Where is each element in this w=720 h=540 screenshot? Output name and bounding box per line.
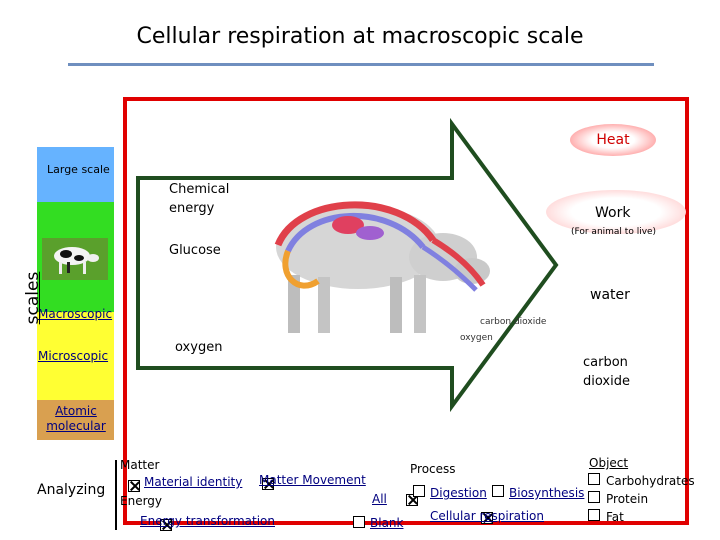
- microscopic-link[interactable]: Microscopic: [38, 349, 109, 363]
- work-oval: [546, 190, 686, 234]
- material-identity-link[interactable]: Material identity: [144, 475, 243, 489]
- macroscopic-link[interactable]: Macroscopic: [38, 307, 113, 321]
- cellular-respiration-checkbox[interactable]: [481, 512, 494, 524]
- fat-checkbox[interactable]: [588, 509, 600, 521]
- carbon-dioxide-label: carbon dioxide: [583, 355, 630, 389]
- protein-checkbox[interactable]: [588, 491, 600, 503]
- analyzing-bracket: [115, 460, 117, 530]
- atomic-molecular-link[interactable]: Atomic molecular: [46, 404, 106, 433]
- scale-large-band: [37, 147, 114, 202]
- all-checkbox[interactable]: [406, 494, 419, 506]
- energy-transformation-link[interactable]: Energy transformation: [140, 514, 275, 528]
- energy-heading: Energy: [120, 494, 163, 508]
- oxygen-label: oxygen: [175, 340, 223, 355]
- glucose-label: Glucose: [169, 243, 221, 258]
- analyzing-label: Analyzing: [37, 482, 106, 498]
- title-underline: [68, 63, 654, 66]
- work-note: (For animal to live): [571, 227, 657, 237]
- carbohydrates-checkbox[interactable]: [588, 473, 600, 485]
- cellular-respiration-link[interactable]: Cellular respiration: [430, 509, 544, 523]
- cow-oxygen-label: oxygen: [460, 333, 493, 343]
- matter-movement-checkbox[interactable]: [262, 478, 275, 490]
- biosynthesis-checkbox[interactable]: [492, 485, 504, 497]
- process-heading: Process: [410, 462, 456, 476]
- scale-microscopic-band: [37, 312, 114, 400]
- digestion-link[interactable]: Digestion: [430, 486, 487, 500]
- page-title: Cellular respiration at macroscopic scal…: [136, 24, 584, 49]
- cow-co2-label: carbon dioxide: [480, 317, 547, 327]
- carbohydrates-label: Carbohydrates: [606, 474, 695, 488]
- cow-illustration: [274, 201, 490, 333]
- cow-thumbnail-image: [42, 238, 108, 280]
- object-heading: Object: [589, 456, 629, 470]
- fat-label: Fat: [606, 510, 624, 524]
- scale-atomic-band: [37, 400, 114, 440]
- blank-link[interactable]: Blank: [370, 516, 404, 530]
- heat-label: Heat: [570, 124, 656, 156]
- water-label: water: [590, 287, 630, 303]
- chemical-energy-label: Chemical energy: [169, 182, 230, 216]
- matter-heading: Matter: [120, 458, 160, 472]
- system-boundary-frame: [123, 97, 689, 525]
- protein-label: Protein: [606, 492, 649, 506]
- all-link[interactable]: All: [372, 492, 387, 506]
- scales-axis-label: scales: [23, 271, 43, 325]
- energy-transformation-checkbox[interactable]: [160, 519, 173, 531]
- matter-movement-link[interactable]: Matter Movement: [259, 473, 366, 487]
- digestion-checkbox[interactable]: [413, 485, 425, 497]
- large-scale-label: Large scale: [47, 163, 110, 176]
- biosynthesis-link[interactable]: Biosynthesis: [509, 486, 585, 500]
- work-label: Work: [595, 205, 631, 221]
- blank-checkbox[interactable]: [353, 516, 365, 528]
- material-identity-checkbox[interactable]: [128, 480, 140, 492]
